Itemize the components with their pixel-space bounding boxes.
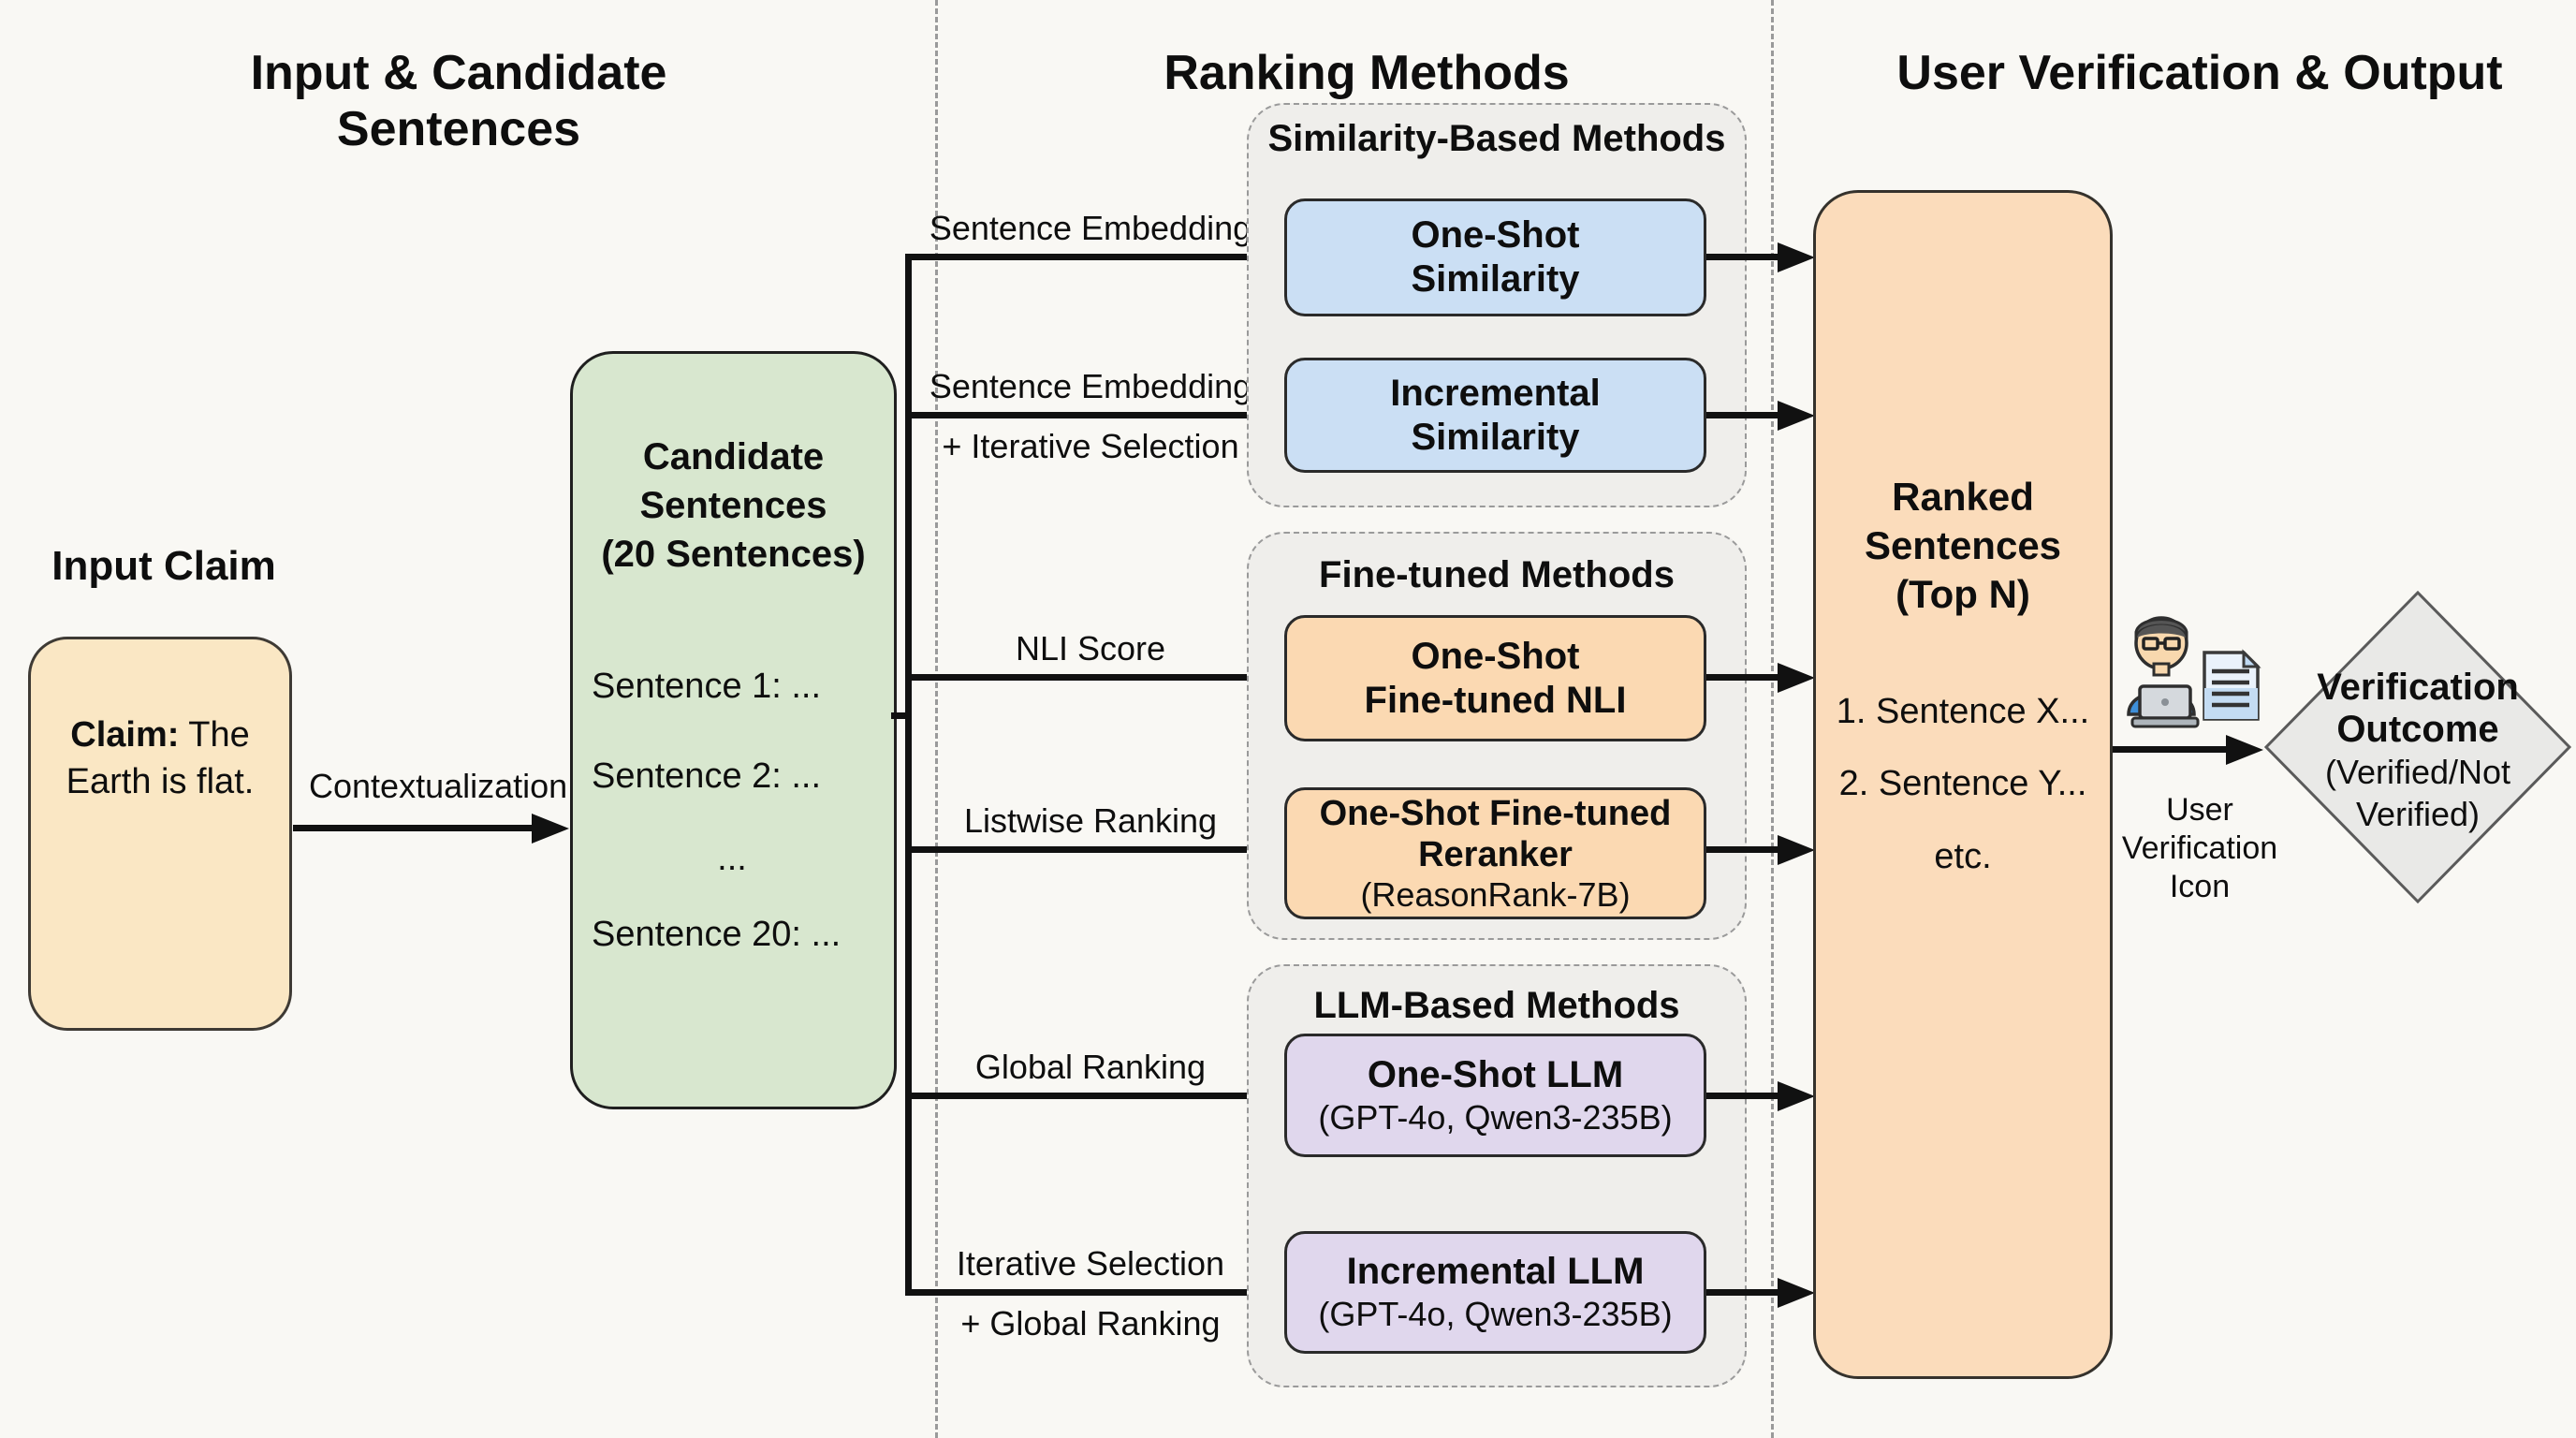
method-box-one-shot-similarity: One-Shot Similarity xyxy=(1284,198,1706,316)
arrowhead-icon xyxy=(1778,835,1815,865)
method-box-one-shot-llm: One-Shot LLM (GPT-4o, Qwen3-235B) xyxy=(1284,1034,1706,1157)
method-box-incremental-similarity: Incremental Similarity xyxy=(1284,358,1706,473)
input-claim-box xyxy=(28,637,292,1031)
group-title: LLM-Based Methods xyxy=(1313,985,1680,1026)
group-title: Similarity-Based Methods xyxy=(1267,118,1726,159)
output-arrow xyxy=(1706,846,1778,853)
arrowhead-icon xyxy=(2226,735,2263,765)
branch-arrow xyxy=(908,1093,1251,1099)
ranked-item: 2. Sentence Y... xyxy=(1838,764,2087,803)
candidate-item: Sentence 20: ... xyxy=(592,915,842,954)
output-arrow xyxy=(1706,412,1778,418)
verification-arrow xyxy=(2113,746,2228,753)
arrowhead-icon xyxy=(1778,663,1815,693)
ranked-sentences-box xyxy=(1813,190,2113,1379)
method-box-incremental-llm: Incremental LLM (GPT-4o, Qwen3-235B) xyxy=(1284,1231,1706,1354)
candidate-sentences-box xyxy=(570,351,897,1109)
column-header-verification: User Verification & Output xyxy=(1896,46,2503,100)
branch-arrow xyxy=(908,846,1251,853)
user-verification-icon-label: User Verification Icon xyxy=(2121,792,2278,904)
branch-label: + Iterative Selection xyxy=(942,427,1239,465)
method-box-one-shot-finetuned-reranker: One-Shot Fine-tuned Reranker (ReasonRank… xyxy=(1284,787,1706,919)
contextualization-arrow xyxy=(293,825,534,831)
ranked-item: 1. Sentence X... xyxy=(1836,692,2090,731)
branch-arrow xyxy=(908,412,1251,418)
output-arrow xyxy=(1706,254,1778,260)
candidate-item: Sentence 1: ... xyxy=(592,667,822,706)
branch-label: Global Ranking xyxy=(974,1048,1207,1086)
user-verification-icon xyxy=(2127,616,2261,728)
document-icon xyxy=(2203,649,2261,721)
output-arrow xyxy=(1706,674,1778,681)
branch-label: NLI Score xyxy=(1015,629,1166,668)
column-header-ranking: Ranking Methods xyxy=(1164,46,1570,100)
branch-arrow xyxy=(908,1289,1251,1296)
input-claim-label: Input Claim xyxy=(51,543,276,589)
branch-trunk xyxy=(905,254,912,1296)
candidate-item: Sentence 2: ... xyxy=(592,756,822,796)
branch-arrow xyxy=(908,254,1251,260)
candidate-title: Candidate Sentences (20 Sentences) xyxy=(601,436,866,575)
branch-label: Sentence Embedding xyxy=(929,209,1252,247)
person-icon xyxy=(2127,616,2200,728)
claim-prefix: Claim: xyxy=(70,715,180,755)
branch-label: + Global Ranking xyxy=(960,1304,1221,1343)
arrowhead-icon xyxy=(1778,1278,1815,1308)
column-divider xyxy=(935,0,938,1438)
arrowhead-icon xyxy=(1778,242,1815,272)
verification-outcome-text: Verification Outcome (Verified/Not Verif… xyxy=(2317,667,2519,833)
candidate-item: ... xyxy=(717,839,747,878)
branch-label: Listwise Ranking xyxy=(963,801,1218,840)
arrowhead-icon xyxy=(1778,401,1815,431)
arrowhead-icon xyxy=(1778,1081,1815,1111)
claim-text: Claim: The Earth is flat. xyxy=(37,712,283,805)
column-header-input: Input & Candidate Sentences xyxy=(250,46,667,156)
ranked-item: etc. xyxy=(1934,837,1992,876)
arrowhead-icon xyxy=(532,814,569,844)
ranked-title: Ranked Sentences (Top N) xyxy=(1864,475,2062,616)
output-arrow xyxy=(1706,1093,1778,1099)
claim-body: The Earth is flat. xyxy=(66,715,255,801)
branch-arrow xyxy=(908,674,1251,681)
group-title: Fine-tuned Methods xyxy=(1319,554,1675,595)
method-box-one-shot-finetuned-nli: One-Shot Fine-tuned NLI xyxy=(1284,615,1706,741)
column-divider xyxy=(1771,0,1774,1438)
branch-stub xyxy=(891,712,912,719)
verification-outcome-diamond xyxy=(2263,590,2572,904)
output-arrow xyxy=(1706,1289,1778,1296)
contextualization-label: Contextualization xyxy=(309,767,568,805)
branch-label: Iterative Selection xyxy=(956,1244,1225,1283)
branch-label: Sentence Embedding xyxy=(929,367,1252,405)
